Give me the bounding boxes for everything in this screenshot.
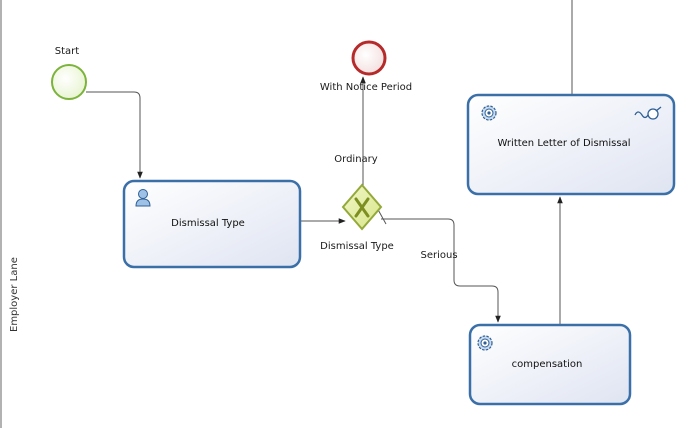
task-compensation[interactable]: compensation [468, 323, 632, 406]
flow-label-ordinary: Ordinary [334, 154, 378, 165]
task-written-letter-label: Written Letter of Dismissal [497, 138, 630, 149]
gear-icon [481, 105, 497, 121]
end-event-label: With Notice Period [320, 82, 412, 93]
exclusive-gateway[interactable] [341, 183, 383, 231]
start-event-label: Start [55, 46, 80, 57]
end-event[interactable] [351, 40, 387, 76]
task-written-letter[interactable]: Written Letter of Dismissal [466, 93, 676, 196]
sequence-flow-start-to-dismissal-type[interactable] [86, 91, 143, 179]
task-dismissal-type[interactable]: Dismissal Type [122, 179, 302, 269]
plug-connector-icon [634, 106, 662, 120]
gateway-label: Dismissal Type [320, 241, 394, 252]
lane-label: Employer Lane [9, 257, 20, 332]
start-event[interactable] [51, 64, 87, 100]
flow-label-serious: Serious [420, 250, 457, 261]
task-dismissal-type-label: Dismissal Type [171, 218, 245, 229]
gear-icon [477, 335, 493, 351]
task-compensation-label: compensation [512, 359, 583, 370]
gateway-x-icon [354, 197, 370, 218]
sequence-flow-serious[interactable] [381, 218, 501, 323]
user-icon [135, 189, 151, 207]
